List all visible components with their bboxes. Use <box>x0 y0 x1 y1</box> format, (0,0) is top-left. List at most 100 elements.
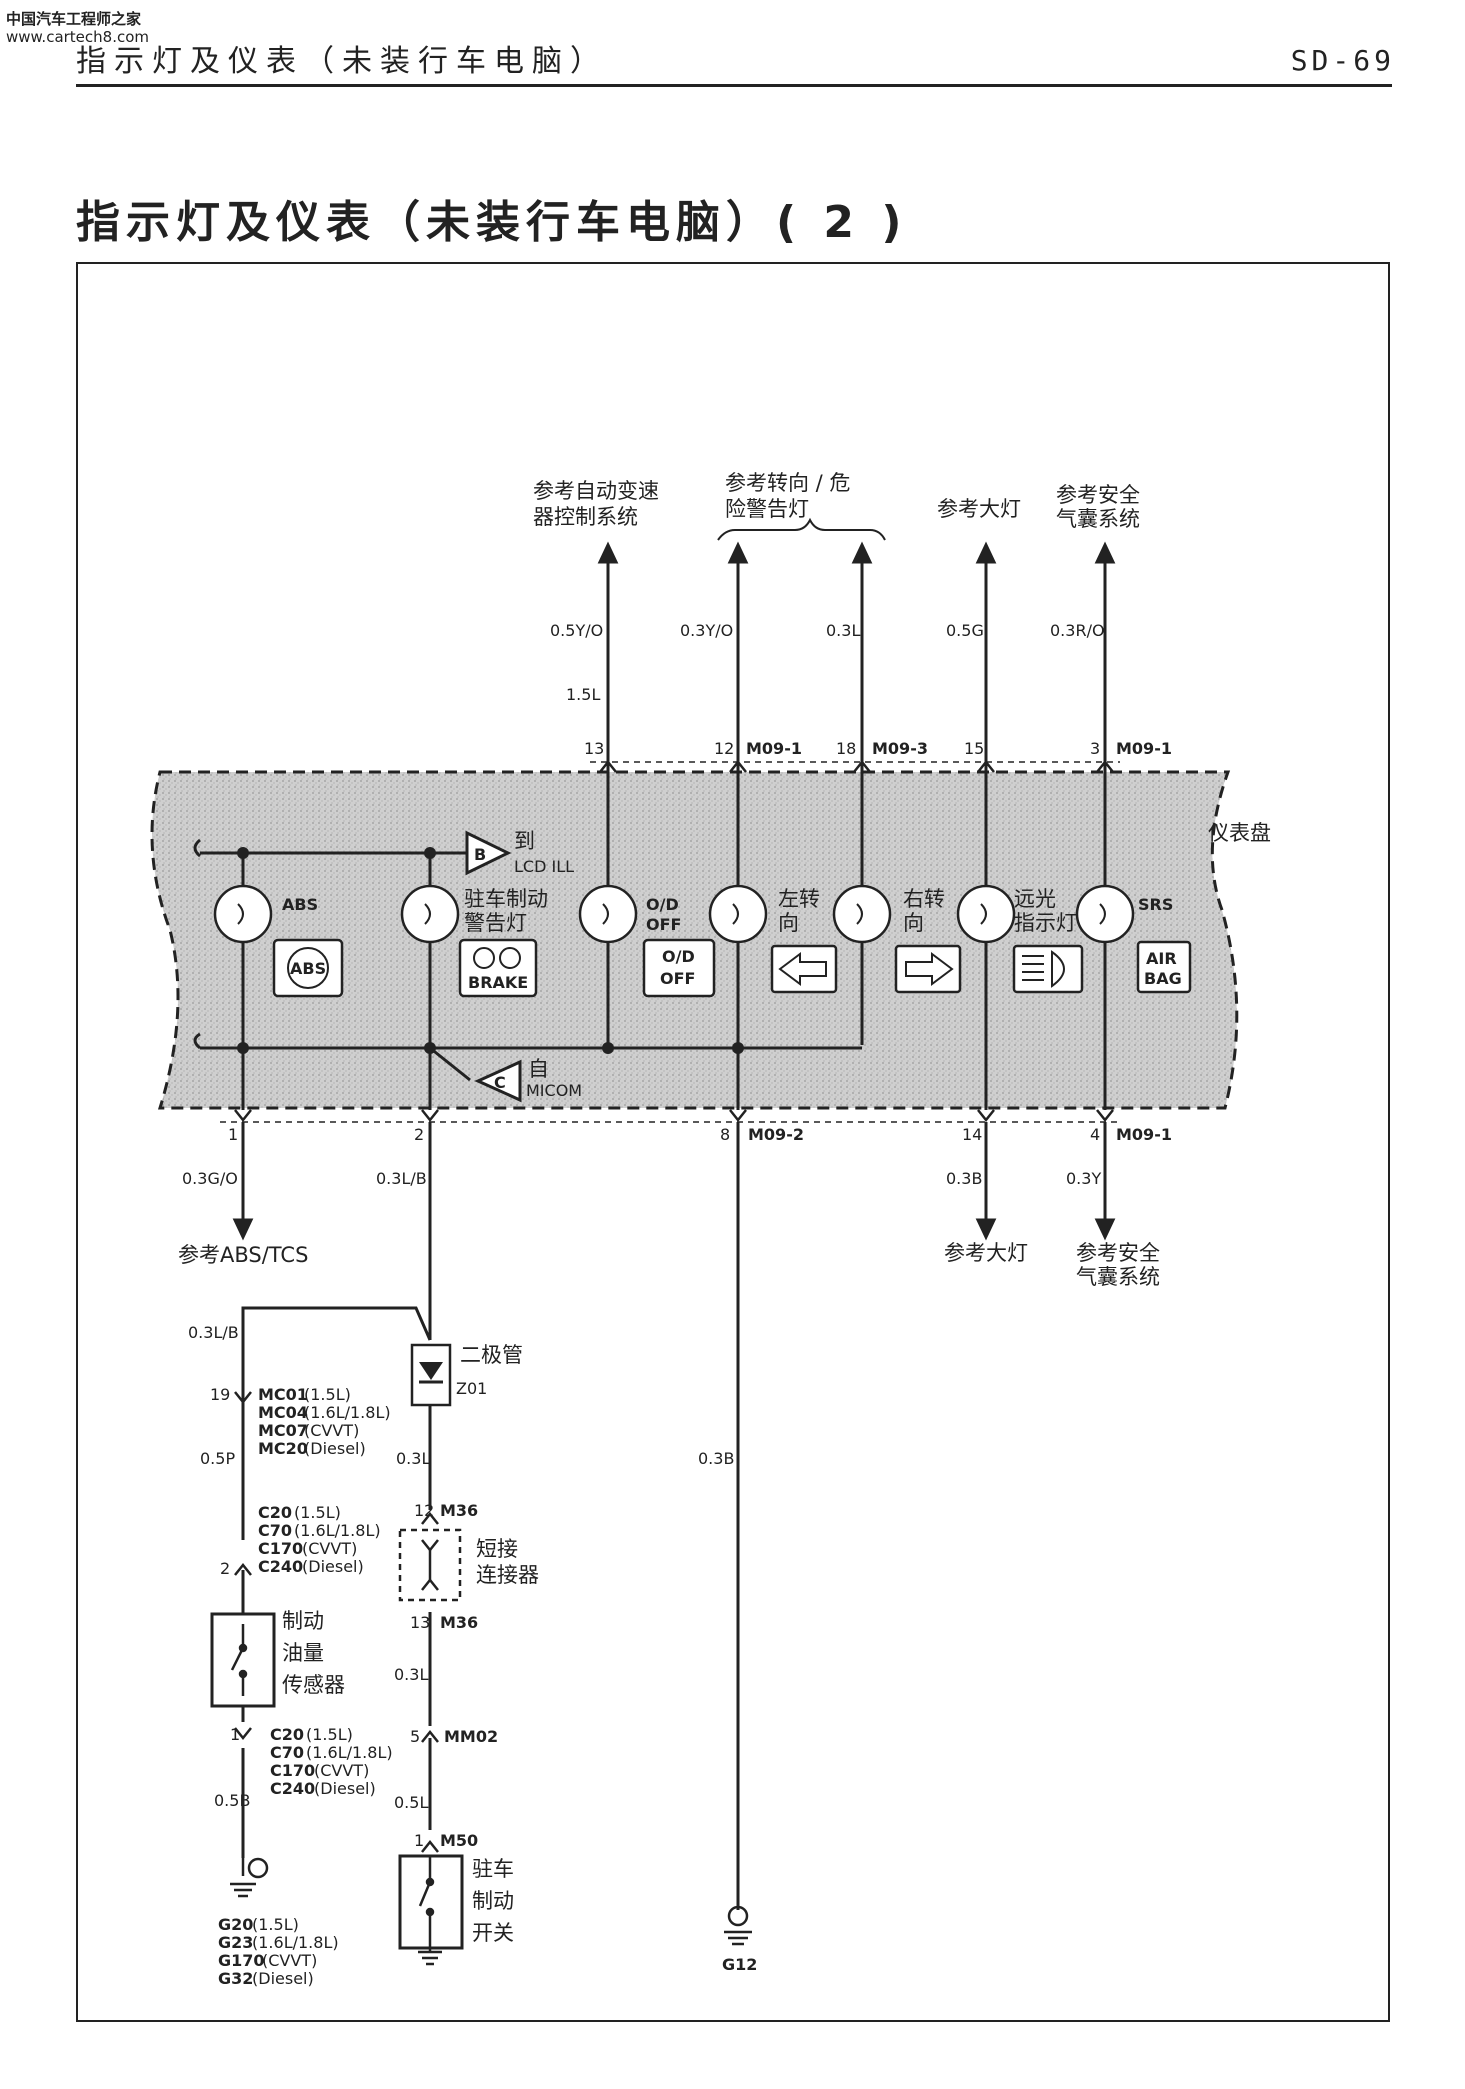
ref-srs-bottom-2: 气囊系统 <box>1076 1265 1160 1289</box>
od-lamp-label-2: OFF <box>646 915 681 934</box>
pin-2: 2 <box>220 1559 230 1578</box>
header-title: 指示灯及仪表（未装行车电脑） <box>76 44 608 79</box>
wire-top-4: 0.5G <box>946 621 984 640</box>
pin-top-15: 15 <box>964 739 984 758</box>
sensor-label-2: 油量 <box>282 1641 324 1665</box>
watermark-url: www.cartech8.com <box>6 28 150 46</box>
right-turn-label-2: 向 <box>903 911 924 935</box>
pin-bottom-2: 2 <box>414 1125 424 1144</box>
wire-03l-b: 0.3L <box>394 1665 428 1684</box>
turn-brace <box>717 517 886 541</box>
ground-g12: G12 <box>722 1955 757 1974</box>
ground-g12-icon <box>724 1905 752 1946</box>
conn-c70: C70 <box>258 1521 292 1540</box>
abs-lamp-label: ABS <box>282 895 318 914</box>
conn-c240-b-spec: (Diesel) <box>314 1779 376 1798</box>
conn-mc01-spec: (1.5L) <box>304 1385 351 1404</box>
abs-icon-text: ABS <box>290 959 326 978</box>
pin-5: 5 <box>410 1727 420 1746</box>
pin-1b: 1 <box>414 1831 424 1850</box>
park-switch-label-3: 开关 <box>472 1921 514 1945</box>
airbag-icon-text-2: BAG <box>1144 969 1182 988</box>
conn-mc20-spec: (Diesel) <box>304 1439 366 1458</box>
conn-mc04: MC04 <box>258 1403 308 1422</box>
micom-triangle-label: C <box>494 1073 506 1092</box>
od-icon-text-2: OFF <box>660 969 695 988</box>
pin-top-13: 13 <box>584 739 604 758</box>
wire-05l: 0.5L <box>394 1793 428 1812</box>
conn-c20: C20 <box>258 1503 292 1522</box>
ground-g32: G32 <box>218 1969 253 1988</box>
conn-top-m09-1b: M09-1 <box>1116 739 1172 758</box>
ground-g20: G20 <box>218 1915 253 1934</box>
conn-c70-b-spec: (1.6L/1.8L) <box>306 1743 393 1762</box>
short-label-2: 连接器 <box>476 1563 539 1587</box>
ref-at-line2: 器控制系统 <box>533 505 638 529</box>
ground-g170: G170 <box>218 1951 265 1970</box>
conn-mc20: MC20 <box>258 1439 308 1458</box>
right-arrow-icon <box>905 952 954 986</box>
park-lamp-label-1: 驻车制动 <box>464 887 548 911</box>
abs-symbol-icon <box>287 947 329 989</box>
airbag-icon-text-1: AIR <box>1146 949 1177 968</box>
diode-z01-box <box>410 1343 452 1407</box>
wire-top-2: 0.3Y/O <box>680 621 733 640</box>
pin-top-12: 12 <box>714 739 734 758</box>
diode-label: 二极管 <box>460 1343 523 1367</box>
lcd-to: 到 <box>514 829 535 853</box>
ground-g20-spec: (1.5L) <box>252 1915 299 1934</box>
ground-g23: G23 <box>218 1933 253 1952</box>
pin-13: 13 <box>410 1613 430 1632</box>
conn-c70-spec: (1.6L/1.8L) <box>294 1521 381 1540</box>
high-beam-label-2: 指示灯 <box>1014 911 1077 935</box>
conn-c170: C170 <box>258 1539 303 1558</box>
diode-icon <box>419 1362 443 1380</box>
micom: MICOM <box>526 1081 582 1100</box>
lcd-triangle <box>465 830 512 876</box>
park-lamp-label-2: 警告灯 <box>464 911 527 935</box>
conn-mc01: MC01 <box>258 1385 308 1404</box>
wire-03b: 0.3B <box>698 1449 734 1468</box>
conn-c240-spec: (Diesel) <box>302 1557 364 1576</box>
pin-bottom-14: 14 <box>962 1125 982 1144</box>
conn-mc07: MC07 <box>258 1421 308 1440</box>
conn-bottom-m09-2: M09-2 <box>748 1125 804 1144</box>
wire-lb: 0.3L/B <box>188 1323 239 1342</box>
conn-c240: C240 <box>258 1557 303 1576</box>
conn-m50: M50 <box>440 1831 478 1850</box>
pin-19: 19 <box>210 1385 230 1404</box>
wire-top-1b: 1.5L <box>566 685 600 704</box>
page-title: 指示灯及仪表（未装行车电脑）( 2 ) <box>76 197 908 248</box>
conn-mc04-spec: (1.6L/1.8L) <box>304 1403 391 1422</box>
pin-top-18: 18 <box>836 739 856 758</box>
wire-bottom-5: 0.3Y <box>1066 1169 1101 1188</box>
conn-mm02: MM02 <box>444 1727 498 1746</box>
ref-at-line1: 参考自动变速 <box>533 479 659 503</box>
park-switch-label-1: 驻车 <box>472 1857 514 1881</box>
pin-top-3: 3 <box>1090 739 1100 758</box>
conn-top-m09-3: M09-3 <box>872 739 928 758</box>
wire-top-1: 0.5Y/O <box>550 621 603 640</box>
wire-05p: 0.5P <box>200 1449 235 1468</box>
wire-05b: 0.5B <box>214 1791 250 1810</box>
ground-g170-spec: (CVVT) <box>262 1951 317 1970</box>
conn-c70-b: C70 <box>270 1743 304 1762</box>
ground-g23-spec: (1.6L/1.8L) <box>252 1933 339 1952</box>
sensor-label-1: 制动 <box>282 1609 324 1633</box>
ref-turn-line1: 参考转向 / 危 <box>725 471 850 495</box>
ref-headlamp: 参考大灯 <box>937 497 1021 521</box>
sensor-label-3: 传感器 <box>282 1673 345 1697</box>
cluster-label: 仪表盘 <box>1208 821 1271 845</box>
wire-top-3: 0.3L <box>826 621 860 640</box>
left-arrow-icon <box>778 952 827 986</box>
micom-from: 自 <box>528 1057 549 1081</box>
conn-c170-b-spec: (CVVT) <box>314 1761 369 1780</box>
brake-icon-text: BRAKE <box>468 973 528 992</box>
conn-c170-b: C170 <box>270 1761 315 1780</box>
pin-bottom-8: 8 <box>720 1125 730 1144</box>
conn-c20-spec: (1.5L) <box>294 1503 341 1522</box>
right-turn-label-1: 右转 <box>903 887 945 911</box>
wire-bottom-4: 0.3B <box>946 1169 982 1188</box>
pin-bottom-4: 4 <box>1090 1125 1100 1144</box>
left-turn-label-2: 向 <box>778 911 799 935</box>
